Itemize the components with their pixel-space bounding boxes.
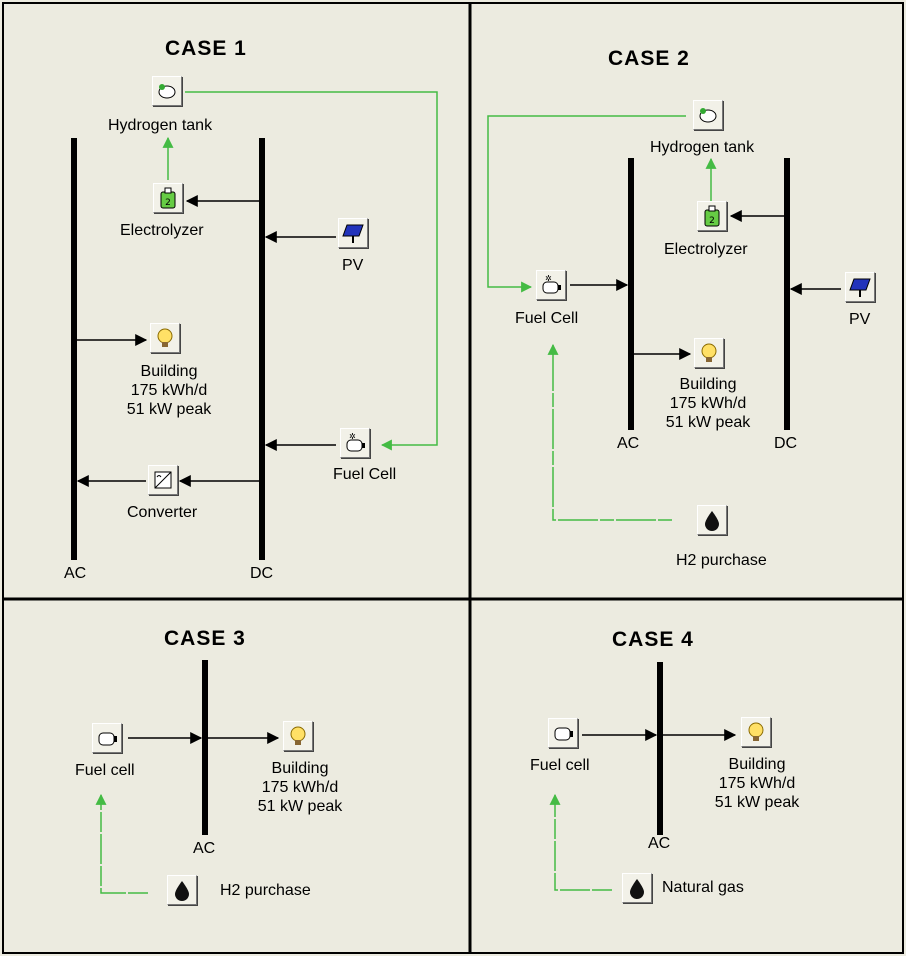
- case2-h2-purchase-to-fuelcell: [547, 343, 672, 521]
- case3-h2-purchase-to-fuelcell: [95, 793, 148, 894]
- case2-building-load-icon: [694, 338, 724, 368]
- case1-electrolyzer-icon: 2: [153, 183, 183, 213]
- case1-converter-icon: [148, 465, 178, 495]
- case4-building-text: Building 175 kWh/d 51 kW peak: [702, 755, 812, 812]
- case3-h2-purchase-label: H2 purchase: [220, 882, 311, 899]
- case1-title: CASE 1: [165, 37, 247, 60]
- case2-tank-to-fuelcell-h2: [487, 115, 686, 293]
- case3-fuel-cell-icon: [92, 723, 122, 753]
- case3-fuel-cell-label: Fuel cell: [75, 762, 135, 779]
- case3-ac-label: AC: [193, 840, 216, 857]
- case1-building-peak: 51 kW peak: [126, 401, 212, 418]
- case2-building-label: Building: [679, 376, 737, 393]
- case2-pv-label: PV: [849, 311, 871, 328]
- case1-pv-label: PV: [342, 257, 364, 274]
- case3-building-text: Building 175 kWh/d 51 kW peak: [245, 759, 355, 816]
- case1-hydrogen-tank-icon: [152, 76, 182, 106]
- case3-building-load-icon: [283, 721, 313, 751]
- case3-building-energy: 175 kWh/d: [261, 779, 339, 796]
- case4-fuel-cell-label: Fuel cell: [530, 757, 590, 774]
- case4-fuel-cell-icon: [548, 718, 578, 748]
- case2-electrolyzer-icon: 2: [697, 201, 727, 231]
- svg-text:2: 2: [709, 216, 715, 226]
- case1-ac-label: AC: [64, 565, 87, 582]
- case4-building-label: Building: [728, 756, 786, 773]
- case1-building-text: Building 175 kWh/d 51 kW peak: [119, 362, 219, 419]
- case2-ac-label: AC: [617, 435, 640, 452]
- case1-fuel-cell-label: Fuel Cell: [333, 466, 397, 483]
- case3-title: CASE 3: [164, 627, 246, 650]
- case2-title: CASE 2: [608, 47, 690, 70]
- case2-dc-label: DC: [774, 435, 798, 452]
- case2-building-energy: 175 kWh/d: [669, 395, 747, 412]
- case4-building-peak: 51 kW peak: [714, 794, 800, 811]
- case4-natural-gas-to-fuelcell: [549, 793, 612, 891]
- case2-electrolyzer-label: Electrolyzer: [664, 241, 748, 258]
- case4-title: CASE 4: [612, 628, 694, 651]
- case2-pv-panel-icon: [845, 272, 875, 302]
- case1-fuel-cell-icon: ✲: [340, 428, 370, 458]
- case2-hydrogen-tank-label: Hydrogen tank: [650, 139, 755, 156]
- case4-natural-gas-label: Natural gas: [662, 879, 744, 896]
- case4-fuel-drop-icon: [622, 873, 652, 903]
- case2-fuel-drop-icon: [697, 505, 727, 535]
- case2-fuel-cell-icon: ✲: [536, 270, 566, 300]
- svg-text:✲: ✲: [545, 274, 552, 283]
- case1-hydrogen-tank-label: Hydrogen tank: [108, 117, 213, 134]
- case1-electrolyzer-label: Electrolyzer: [120, 222, 204, 239]
- case2-h2-purchase-label: H2 purchase: [676, 552, 767, 569]
- case3-building-peak: 51 kW peak: [257, 798, 343, 815]
- case4-building-energy: 175 kWh/d: [718, 775, 796, 792]
- case1-dc-label: DC: [250, 565, 274, 582]
- case4-ac-label: AC: [648, 835, 671, 852]
- case2-building-peak: 51 kW peak: [665, 414, 751, 431]
- case3-building-label: Building: [271, 760, 329, 777]
- case2-hydrogen-tank-icon: [693, 100, 723, 130]
- case2-fuel-cell-label: Fuel Cell: [515, 310, 579, 327]
- case1-building-label: Building: [140, 363, 198, 380]
- case1-building-load-icon: [150, 323, 180, 353]
- case1-tank-to-fuelcell-h2: [185, 91, 438, 451]
- svg-text:2: 2: [165, 198, 171, 208]
- case4-building-load-icon: [741, 717, 771, 747]
- case3-fuel-drop-icon: [167, 875, 197, 905]
- case1-converter-label: Converter: [127, 504, 198, 521]
- case1-building-energy: 175 kWh/d: [130, 382, 208, 399]
- svg-text:✲: ✲: [349, 432, 356, 441]
- case2-building-text: Building 175 kWh/d 51 kW peak: [653, 375, 763, 432]
- case1-pv-panel-icon: [338, 218, 368, 248]
